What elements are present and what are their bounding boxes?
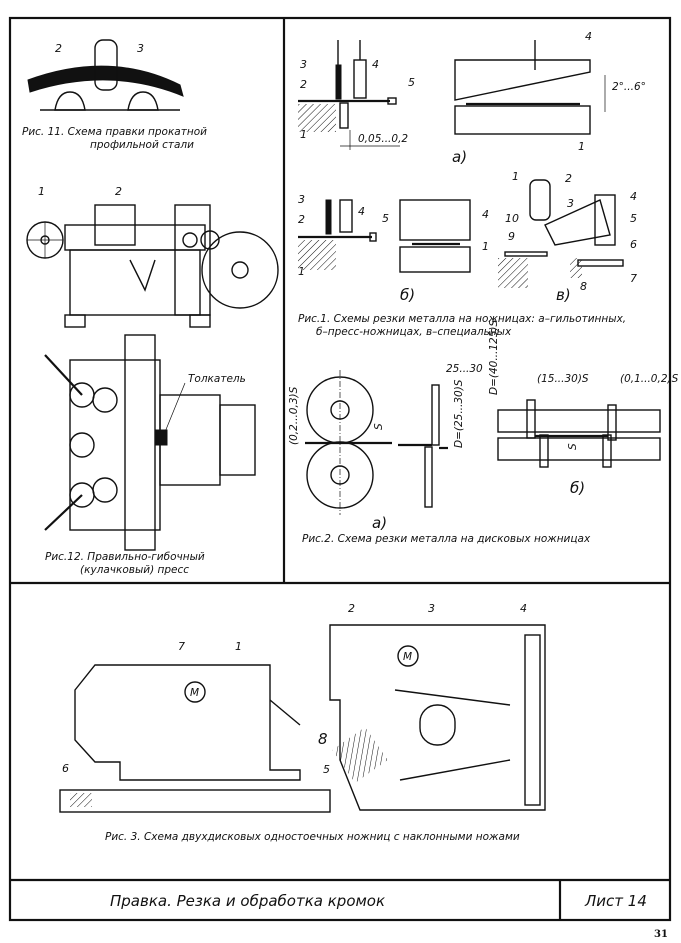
fig11-caption-line2: профильной стали [90, 139, 194, 151]
fig1b-press-shears: 3 2 1 4 5 4 1 б) [298, 193, 489, 304]
fig2-sub-b: б) [570, 479, 585, 497]
fig2a-disc-shears: (0,2...0,3)S S 25...30 D=(25...30)S а) [288, 363, 483, 532]
fig1v-label-2: 2 [565, 172, 572, 185]
fig1v-label-7: 7 [630, 272, 637, 285]
fig1v-special-shears: 1 2 3 4 5 6 7 8 9 10 в) [498, 170, 637, 304]
fig11-caption: Рис. 11. Схема правки прокатной [22, 126, 207, 138]
fig1v-label-10: 10 [505, 212, 519, 225]
fig1-caption: Рис.1. Схемы резки металла на ножницах: … [298, 313, 626, 325]
straightening-machine-drawing: 1 2 [26, 185, 279, 328]
fig1v-label-4: 4 [630, 190, 637, 203]
fig2b-gap-dimension: (0,1...0,2)S [620, 373, 679, 385]
fig2a-width-dimension: 25...30 [446, 363, 483, 375]
fig11-label-3: 3 [137, 42, 144, 55]
fig1a-label-1b: 1 [578, 140, 585, 153]
fig2a-s-dimension: S [373, 423, 385, 430]
fig1b-label-4b: 4 [482, 208, 489, 221]
fig1a-label-4: 4 [372, 58, 379, 71]
fig3-label-2: 2 [348, 602, 355, 615]
fig1b-label-1b: 1 [482, 240, 489, 253]
fig1v-label-5: 5 [630, 212, 637, 225]
fig1v-label-8: 8 [580, 280, 587, 293]
fig12-press-drawing: Толкатель Рис.12. Правильно-гибочный (ку… [44, 334, 256, 576]
machine-label-1: 1 [38, 185, 45, 198]
fig11-straightening-diagram: 2 3 Рис. 11. Схема правки прокатной проф… [22, 39, 207, 151]
fig12-pusher-label: Толкатель [188, 373, 246, 385]
fig3-label-3: 3 [428, 602, 435, 615]
fig1-sub-v: в) [556, 286, 571, 304]
fig1a-label-5: 5 [408, 76, 415, 89]
fig1v-label-9: 9 [508, 230, 515, 243]
machine-label-2: 2 [115, 185, 122, 198]
fig2b-disc-shears-multi: D=(40...125)S (15...30)S (0,1...0,2)S S … [488, 320, 679, 497]
fig1-sub-b: б) [400, 286, 415, 304]
fig2b-diameter-dimension: D=(40...125)S [488, 320, 500, 395]
fig1b-label-1: 1 [298, 265, 305, 278]
fig3-label-5: 5 [323, 763, 330, 776]
fig3-label-4: 4 [520, 602, 527, 615]
fig2a-overlap-dimension: (0,2...0,3)S [288, 386, 300, 445]
fig2a-diameter-dimension: D=(25...30)S [453, 379, 465, 448]
fig1v-label-1: 1 [512, 170, 519, 183]
sheet-frame [8, 16, 672, 922]
fig1a-guillotine: 0,05...0,2 3 2 1 4 5 2°...6° 4 1 а) [298, 30, 646, 166]
fig1a-label-1: 1 [300, 128, 307, 141]
fig2-sub-a: а) [372, 514, 387, 532]
fig3-label-7: 7 [178, 640, 185, 653]
fig1b-label-4: 4 [358, 205, 365, 218]
fig11-label-2: 2 [55, 42, 62, 55]
fig3-label-1: 1 [235, 640, 242, 653]
fig3-motor-7: M [190, 687, 199, 699]
fig1v-label-6: 6 [630, 238, 637, 251]
fig2b-s-dimension: S [567, 443, 579, 450]
fig1b-label-2: 2 [298, 213, 305, 226]
fig12-caption: Рис.12. Правильно-гибочный [45, 551, 205, 563]
fig1a-label-2: 2 [300, 78, 307, 91]
fig1b-label-3: 3 [298, 193, 305, 206]
fig3-two-disc-shears: M M 1 2 3 4 5 6 7 8 [59, 602, 546, 813]
fig3-label-8: 8 [318, 730, 328, 748]
sheet-number-label: Лист 14 [584, 892, 647, 910]
fig1v-label-3: 3 [567, 197, 574, 210]
page-number: 31 [654, 929, 668, 940]
fig3-caption: Рис. 3. Схема двухдисковых одностоечных … [105, 831, 520, 843]
fig1a-angle-dimension: 2°...6° [612, 81, 646, 93]
fig2b-spacing-dimension: (15...30)S [537, 373, 589, 385]
fig1-caption-line2: б–пресс-ножницах, в–специальных [316, 326, 512, 338]
fig2-caption: Рис.2. Схема резки металла на дисковых н… [302, 533, 591, 545]
fig1a-gap-dimension: 0,05...0,2 [358, 133, 408, 145]
fig1-sub-a: а) [452, 148, 467, 166]
fig1a-label-4b: 4 [585, 30, 592, 43]
fig1a-label-3: 3 [300, 58, 307, 71]
fig3-motor-3: M [403, 651, 412, 663]
fig3-label-6: 6 [62, 762, 69, 775]
sheet-title: Правка. Резка и обработка кромок [110, 892, 385, 910]
fig12-caption-line2: (кулачковый) пресс [80, 564, 189, 576]
fig1b-label-5: 5 [382, 212, 389, 225]
